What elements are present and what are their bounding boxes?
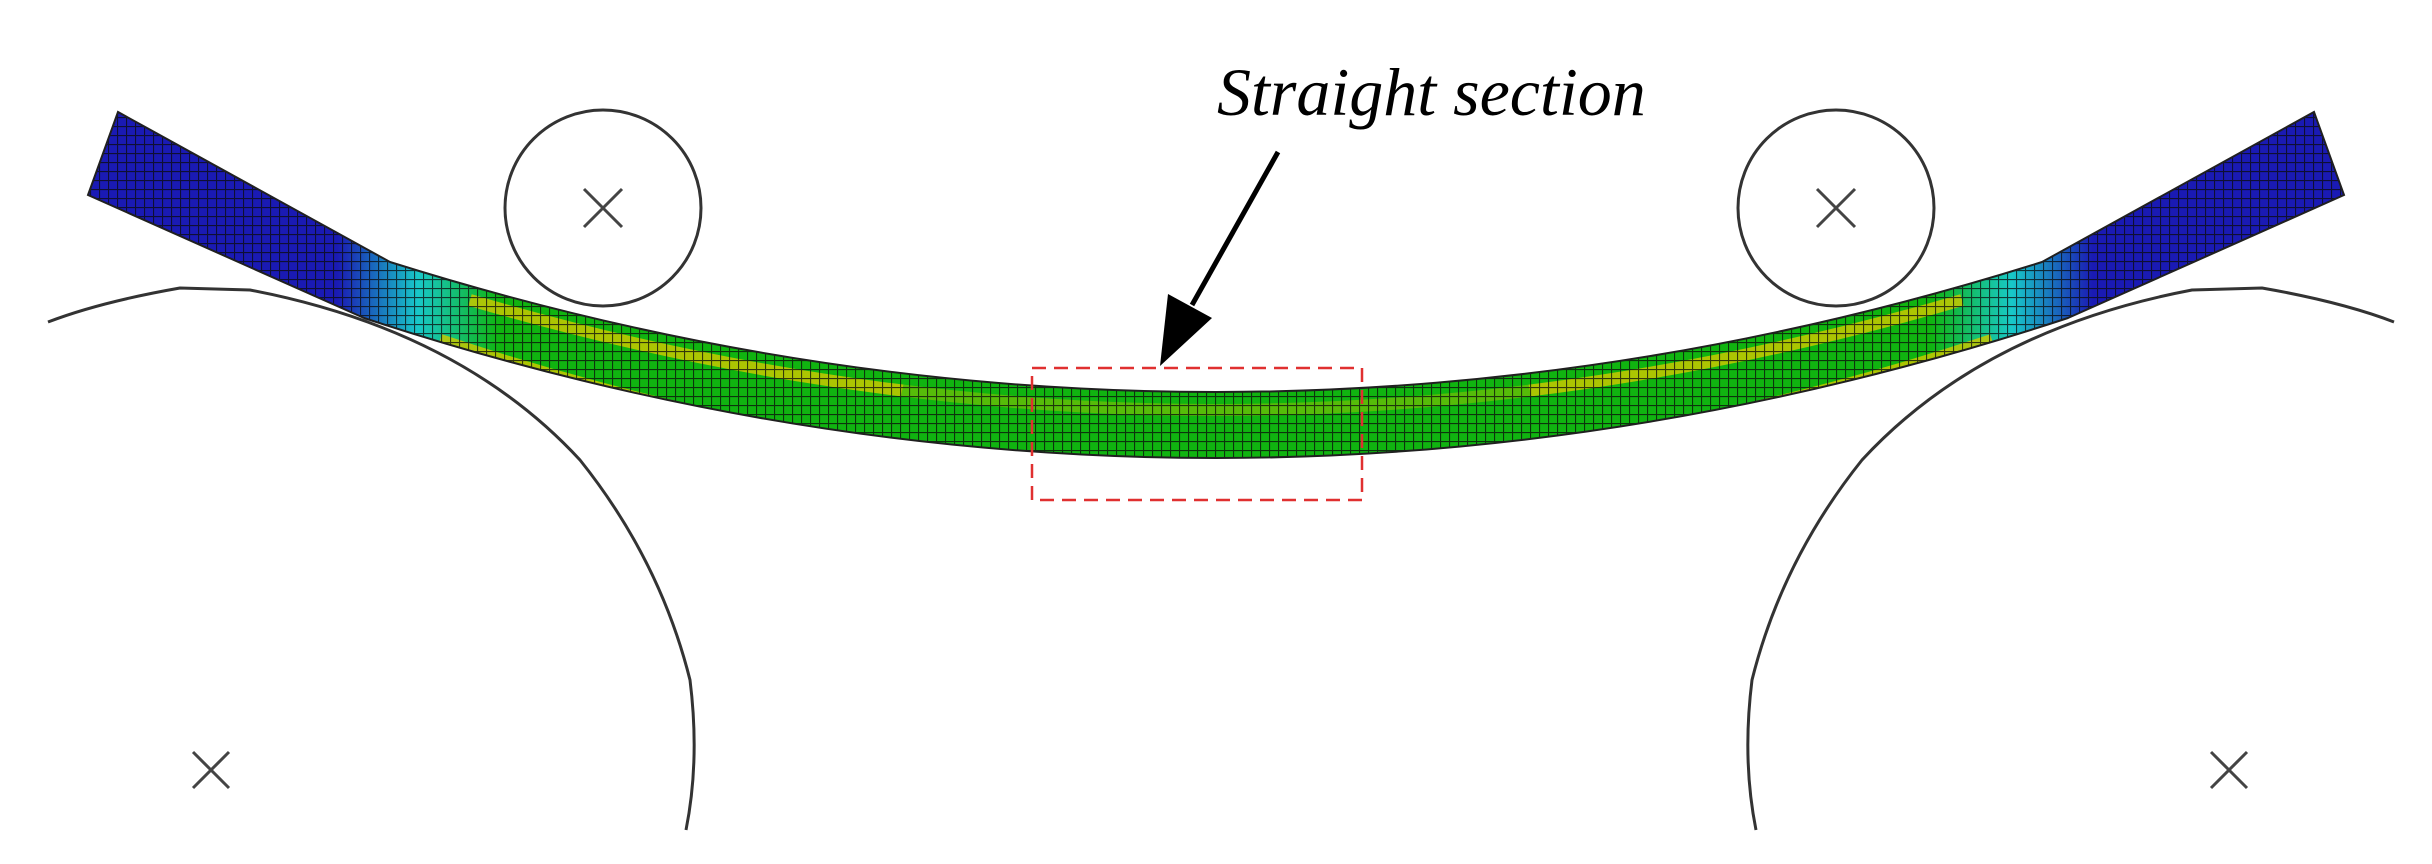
annotation-label: Straight section	[1217, 54, 1646, 130]
bent-strip-outline	[86, 110, 2346, 459]
lower-right-roll	[1746, 286, 2395, 831]
upper-right-roll	[1736, 108, 1936, 308]
annotation-arrow	[1160, 150, 1281, 366]
lower-left-roll	[47, 286, 696, 831]
x-cross-icon	[2209, 750, 2249, 790]
x-cross-icon	[1815, 187, 1857, 229]
x-cross-icon	[191, 750, 231, 790]
straight-section-highlight	[1030, 366, 1364, 502]
bent-strip-mesh	[88, 112, 2344, 458]
x-cross-icon	[582, 187, 624, 229]
upper-left-roll	[503, 108, 703, 308]
